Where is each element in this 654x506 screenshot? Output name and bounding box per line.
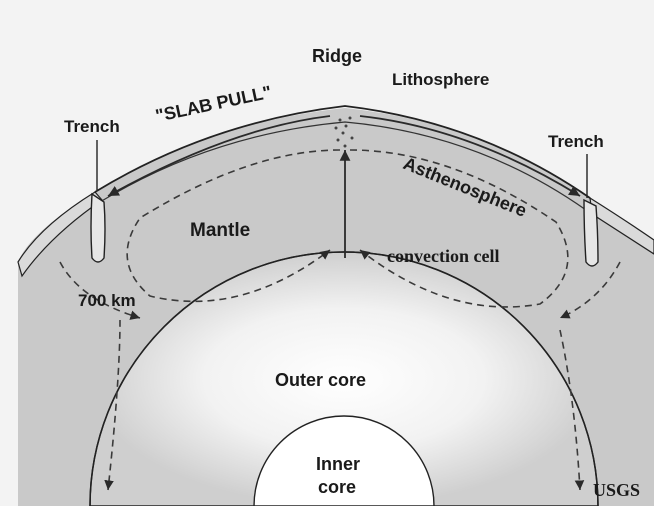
trench-left-label: Trench	[64, 117, 120, 136]
depth-700km-label: 700 km	[78, 291, 136, 310]
subducting-slab-right	[584, 200, 598, 266]
trench-right-label: Trench	[548, 132, 604, 151]
mantle-label: Mantle	[190, 220, 250, 241]
outer-core-label: Outer core	[275, 370, 366, 390]
ridge-label: Ridge	[312, 46, 362, 66]
usgs-credit: USGS	[593, 480, 640, 500]
lithosphere-label: Lithosphere	[392, 70, 489, 89]
subducting-slab-left	[91, 194, 105, 262]
convection-cell-label: convection cell	[387, 246, 499, 266]
inner-core-label-line1: Inner	[316, 454, 360, 474]
inner-core-label-line2: core	[318, 477, 356, 497]
